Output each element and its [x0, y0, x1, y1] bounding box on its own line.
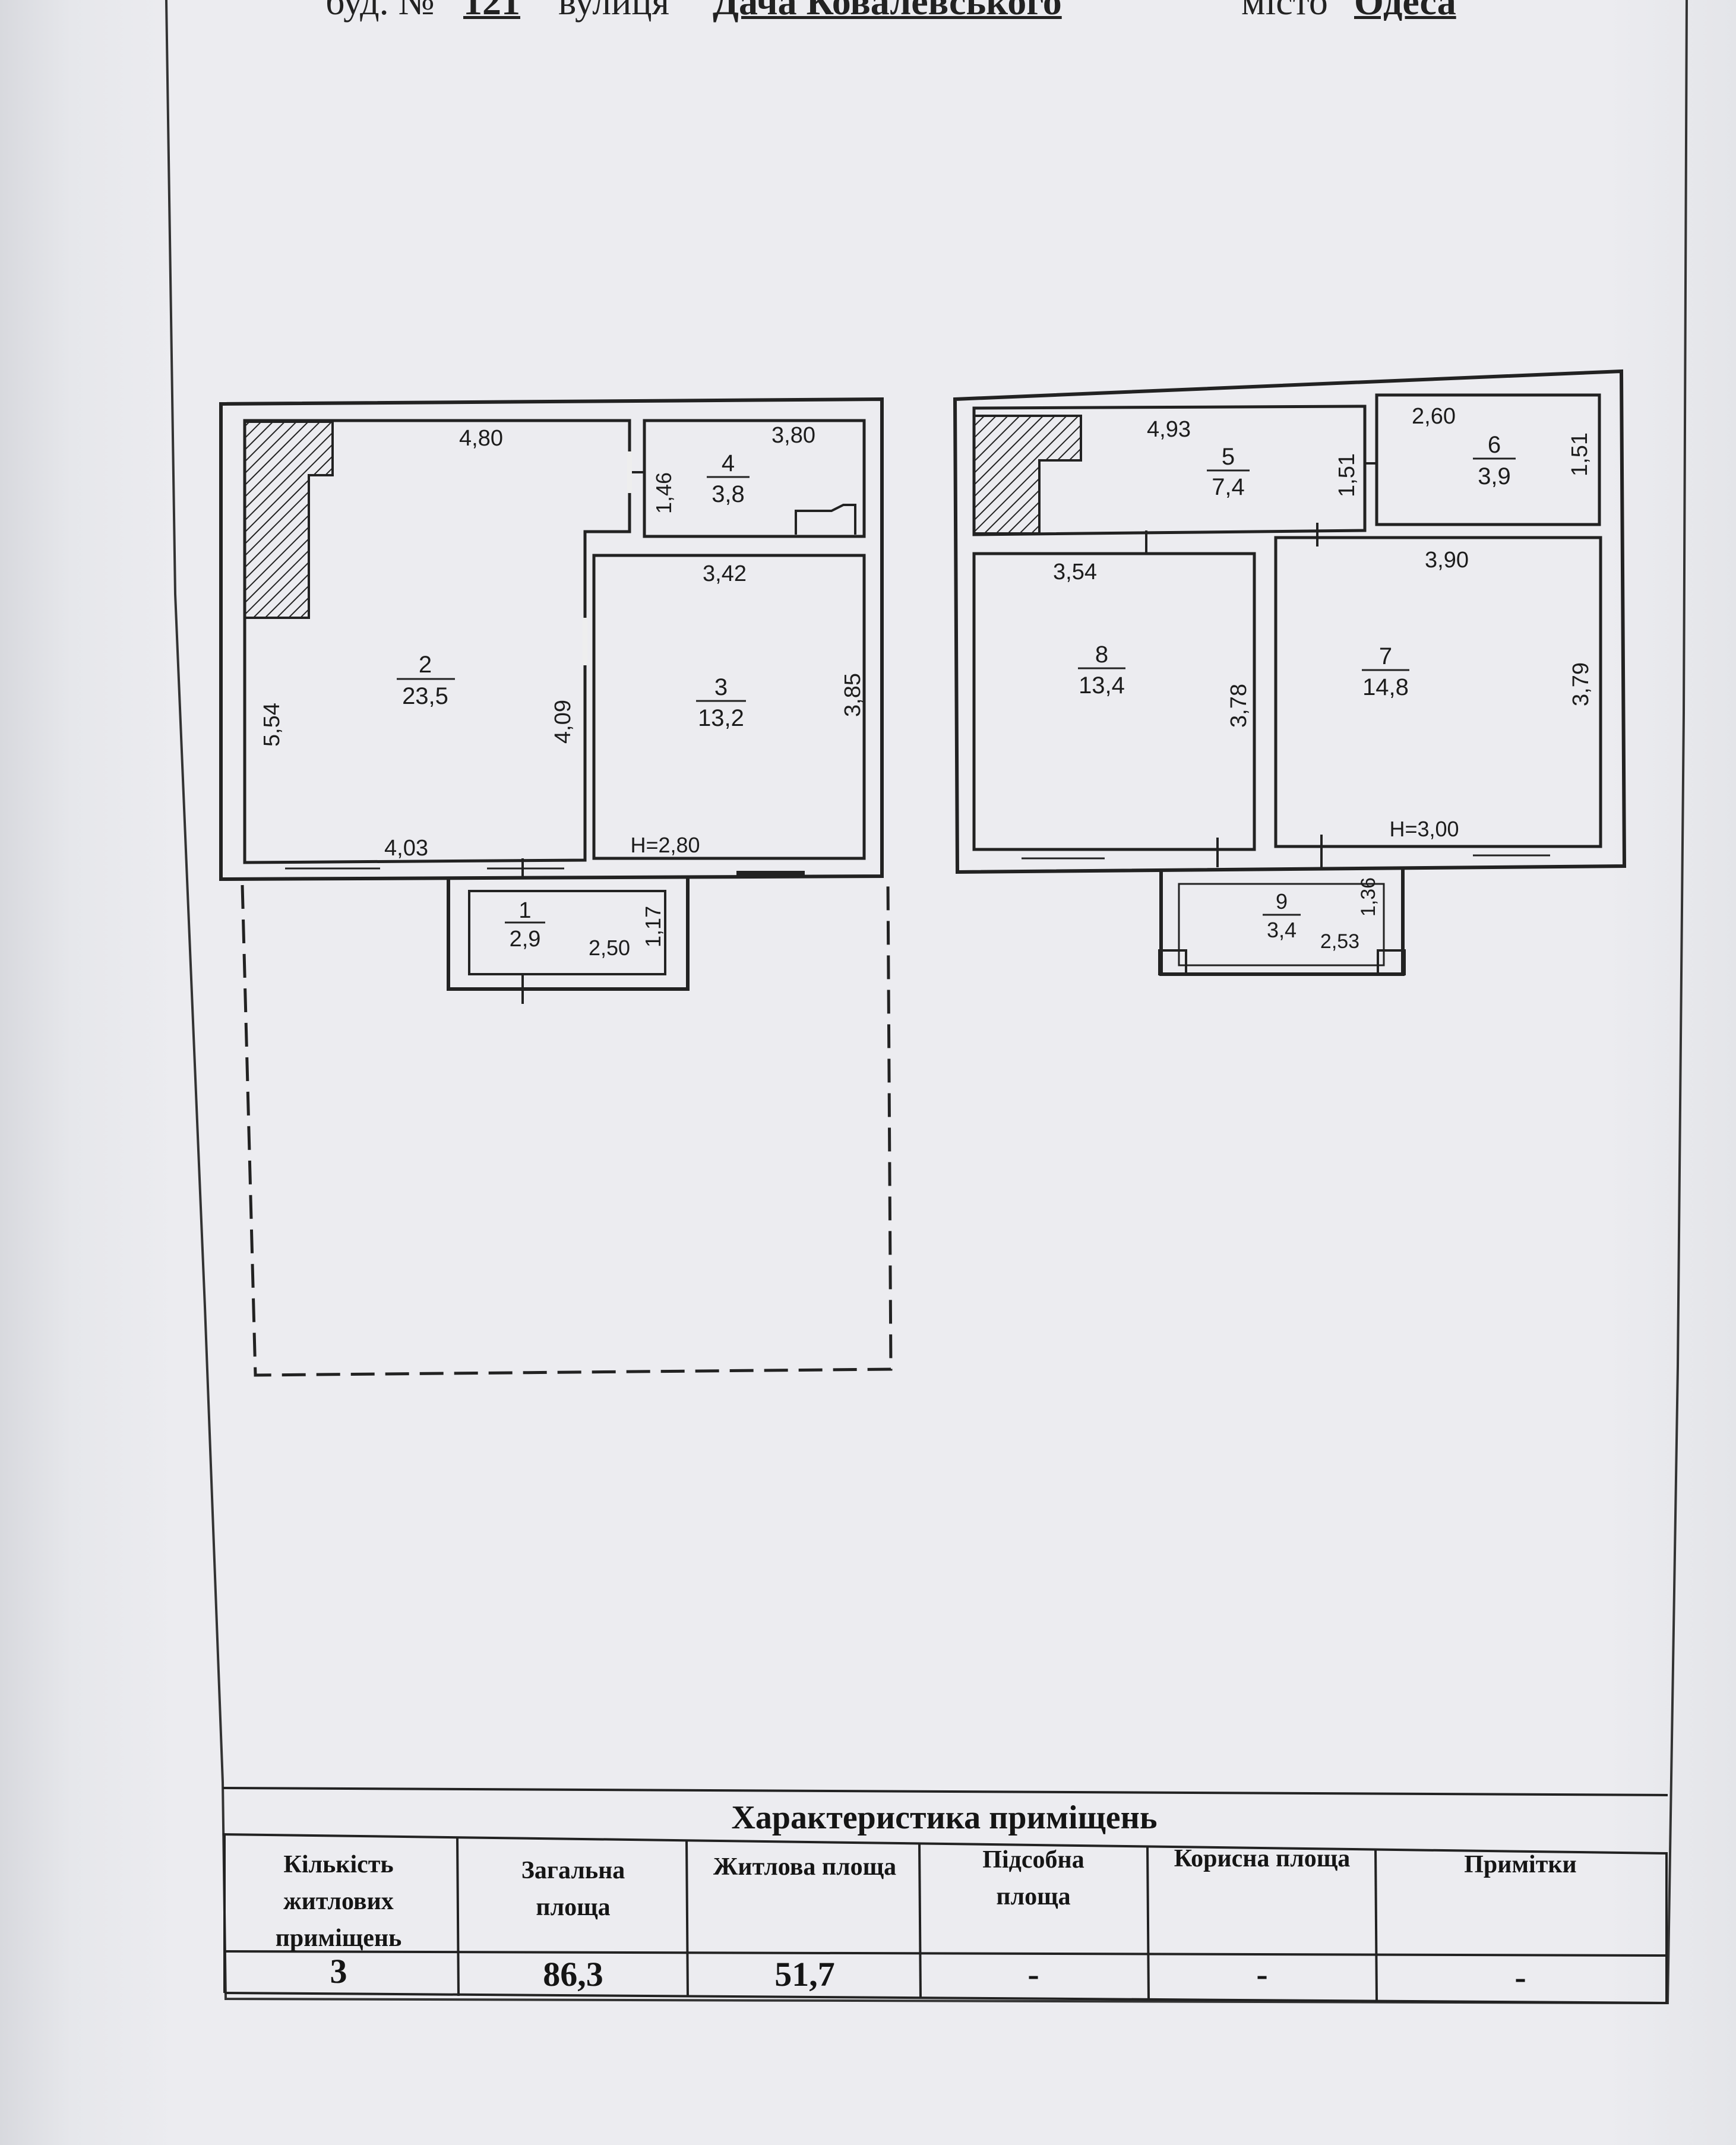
room-5-number: 5	[1222, 444, 1235, 470]
value-useful-area: -	[1256, 1955, 1268, 1994]
dim-room2-bottom: 4,03	[384, 836, 428, 861]
header-living-rooms-count: Кількість житлових приміщень	[275, 1851, 402, 1952]
house-number: 121	[463, 0, 520, 23]
room-6-number: 6	[1488, 432, 1501, 458]
room-4-number: 4	[722, 450, 735, 476]
room-7-number: 7	[1379, 643, 1392, 669]
room-2-area: 23,5	[402, 683, 448, 709]
dim-room9-right: 1,36	[1357, 877, 1380, 917]
dim-room2-right: 4,09	[551, 700, 575, 744]
room-1-area: 2,9	[510, 927, 541, 952]
dim-room6-right: 1,51	[1567, 432, 1592, 476]
stair-level2	[973, 415, 1082, 535]
dim-room2-left: 5,54	[260, 703, 284, 747]
level-2-plan	[953, 369, 1627, 976]
dim-room1-right: 1,17	[641, 906, 665, 947]
room-8-number: 8	[1095, 642, 1108, 668]
height-level2: Н=3,00	[1389, 817, 1459, 841]
level-2-labels: 5 7,4 6 3,9 8 13,4 7 14,8 9 3,4 4,93 1,5…	[1053, 404, 1593, 953]
dim-room3-top: 3,42	[703, 561, 747, 586]
room-4-area: 3,8	[712, 481, 745, 507]
room-8-area: 13,4	[1079, 672, 1125, 699]
value-living-rooms-count: 3	[330, 1952, 347, 1991]
value-total-area: 86,3	[543, 1955, 603, 1994]
room-1-number: 1	[518, 898, 531, 923]
dim-room5-top: 4,93	[1147, 417, 1191, 442]
room-6-area: 3,9	[1478, 463, 1511, 489]
level-1-plan	[219, 397, 893, 1377]
room-3-area: 13,2	[698, 705, 744, 731]
header-total-area: Загальна площа	[521, 1857, 625, 1921]
room-2-number: 2	[419, 652, 432, 678]
sheet-border	[165, 0, 1688, 2005]
characteristics-table-grid	[222, 1787, 1668, 2004]
table-title: Характеристика приміщень	[731, 1799, 1158, 1836]
room-9-area: 3,4	[1267, 918, 1297, 942]
level-1-labels: 2 23,5 3 13,2 4 3,8 1 2,9 4,80 5,54 4,09…	[260, 423, 865, 960]
dim-room4-left: 1,46	[652, 472, 676, 514]
height-level1: Н=2,80	[630, 833, 700, 857]
street-name: Дача Ковалевського	[713, 0, 1062, 23]
street-label: вулиця	[558, 0, 670, 23]
dim-room3-right: 3,85	[840, 673, 865, 717]
dim-room5-right: 1,51	[1335, 453, 1359, 497]
city-label: місто	[1241, 0, 1328, 23]
dim-room8-top: 3,54	[1053, 560, 1097, 585]
room-9-number: 9	[1276, 889, 1288, 914]
dim-room1-bottom: 2,50	[589, 936, 630, 960]
dim-room7-right: 3,79	[1569, 662, 1593, 706]
room-5-area: 7,4	[1212, 474, 1245, 500]
stair-level1	[244, 421, 334, 619]
dim-room8-right: 3,78	[1226, 684, 1251, 728]
header-notes: Примітки	[1464, 1851, 1577, 1878]
header-auxiliary-area: Підсобна площа	[982, 1846, 1084, 1910]
header-useful-area: Корисна площа	[1174, 1845, 1351, 1872]
value-notes: -	[1514, 1958, 1526, 1996]
document-header: буд. № 121 вулиця Дача Ковалевського міс…	[0, 0, 1736, 24]
room-3-number: 3	[714, 674, 728, 700]
value-living-area: 51,7	[774, 1955, 835, 1994]
header-living-area: Житлова площа	[713, 1853, 897, 1881]
house-label: буд. №	[325, 0, 435, 23]
dim-room4-top: 3,80	[771, 423, 815, 448]
value-auxiliary-area: -	[1027, 1955, 1039, 1994]
dim-room2-top: 4,80	[459, 426, 503, 451]
city-name: Одеса	[1354, 0, 1456, 23]
dim-room9-bottom: 2,53	[1320, 930, 1359, 953]
dim-room7-top: 3,90	[1425, 548, 1469, 573]
room-7-area: 14,8	[1362, 674, 1409, 700]
dim-room6-top: 2,60	[1412, 404, 1456, 429]
